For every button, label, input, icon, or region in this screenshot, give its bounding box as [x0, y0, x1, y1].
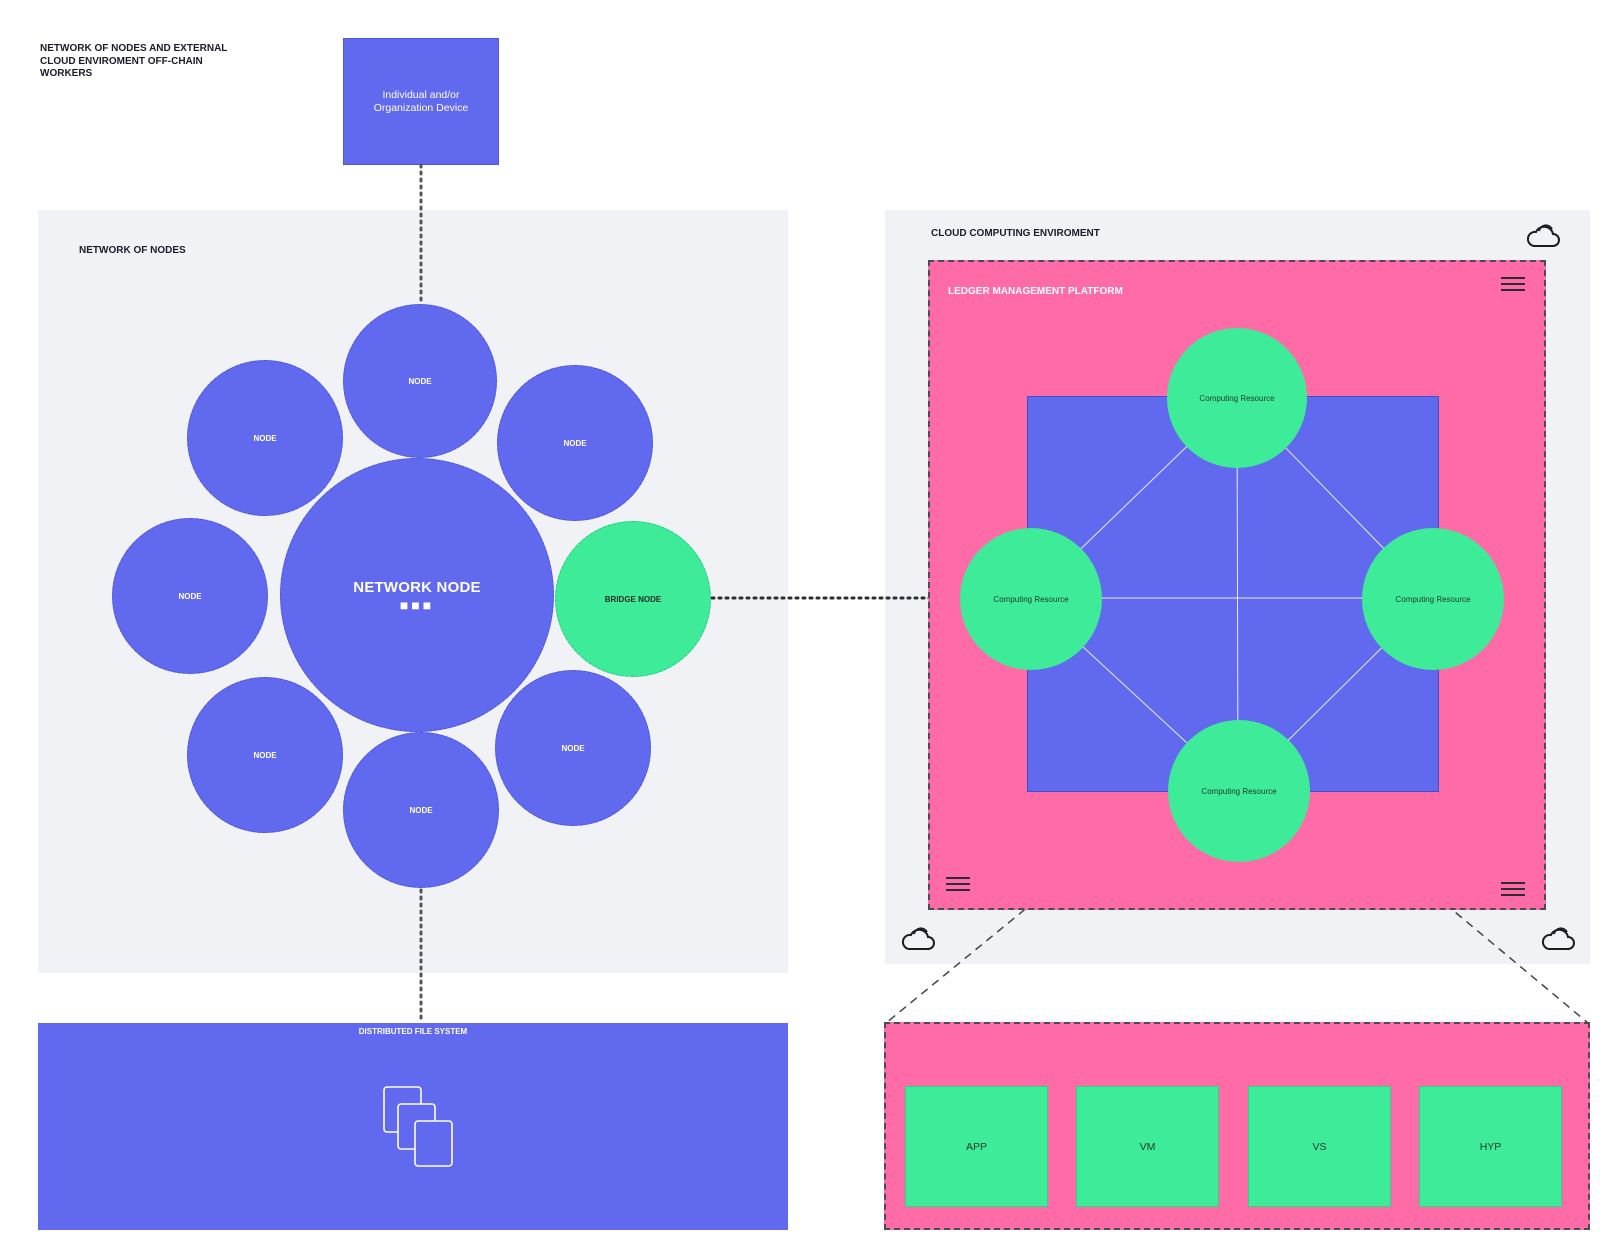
vs-tile-label: VS [1312, 1140, 1327, 1153]
node-label: NODE [408, 376, 432, 386]
node-label: NODE [178, 591, 202, 601]
node-left[interactable]: NODE [112, 518, 268, 674]
node-label: NODE [253, 433, 277, 443]
node-label: NODE [563, 438, 587, 448]
node-top-right[interactable]: NODE [497, 365, 653, 521]
hyp-tile-label: HYP [1479, 1140, 1502, 1153]
organization-device-box[interactable]: Individual and/or Organization Device [343, 38, 499, 165]
node-top-left[interactable]: NODE [187, 360, 343, 516]
more-dots-icon: ■■■ [399, 596, 435, 613]
diagram-title-line-3: WORKERS [40, 68, 93, 79]
diagram-title-line-1: NETWORK OF NODES AND EXTERNAL [40, 43, 228, 54]
diagram-title-line-2: CLOUD ENVIROMENT OFF-CHAIN [40, 55, 203, 67]
app-tile[interactable]: APP [905, 1086, 1048, 1207]
network-node-label: NETWORK NODE [353, 578, 481, 596]
bridge-node[interactable]: BRIDGE NODE [555, 521, 711, 677]
computing-resource-label: Computing Resource [1199, 393, 1275, 403]
node-label: NODE [253, 750, 277, 760]
node-label: NODE [561, 743, 585, 753]
menu-icon[interactable] [946, 877, 970, 891]
cloud-icon [1526, 224, 1560, 247]
hyp-tile[interactable]: HYP [1419, 1086, 1562, 1207]
dfs-title: DISTRIBUTED FILE SYSTEM [358, 1027, 468, 1036]
menu-icon[interactable] [1501, 277, 1525, 291]
vm-tile-label: VM [1139, 1140, 1156, 1153]
bridge-node-label: BRIDGE NODE [604, 594, 662, 604]
diagram-title: NETWORK OF NODES AND EXTERNAL CLOUD ENVI… [40, 43, 270, 81]
cloud-icon [901, 927, 935, 950]
platform-title: LEDGER MANAGEMENT PLATFORM [948, 286, 1123, 297]
computing-resource-right[interactable]: Computing Resource [1362, 528, 1504, 670]
network-panel-title: NETWORK OF NODES [79, 245, 186, 256]
computing-resource-top[interactable]: Computing Resource [1167, 328, 1307, 468]
computing-resource-bottom[interactable]: Computing Resource [1168, 720, 1310, 862]
app-tile-label: APP [965, 1140, 987, 1153]
node-bottom[interactable]: NODE [343, 732, 499, 888]
network-node[interactable]: NETWORK NODE ■■■ [280, 458, 554, 732]
node-top[interactable]: NODE [343, 304, 497, 458]
device-label-line-2: Organization Device [373, 101, 469, 114]
node-bottom-left[interactable]: NODE [187, 677, 343, 833]
cloud-panel-title: CLOUD COMPUTING ENVIROMENT [931, 228, 1100, 239]
computing-resource-label: Computing Resource [1395, 594, 1471, 604]
cloud-icon [1541, 927, 1575, 950]
menu-icon[interactable] [1501, 882, 1525, 896]
node-label: NODE [409, 805, 433, 815]
vs-tile[interactable]: VS [1248, 1086, 1391, 1207]
computing-resource-label: Computing Resource [1201, 786, 1277, 796]
vm-tile[interactable]: VM [1076, 1086, 1219, 1207]
computing-resource-label: Computing Resource [993, 594, 1069, 604]
device-label-line-1: Individual and/or [382, 88, 460, 101]
node-bottom-right[interactable]: NODE [495, 670, 651, 826]
documents-icon [383, 1086, 453, 1167]
computing-resource-left[interactable]: Computing Resource [960, 528, 1102, 670]
